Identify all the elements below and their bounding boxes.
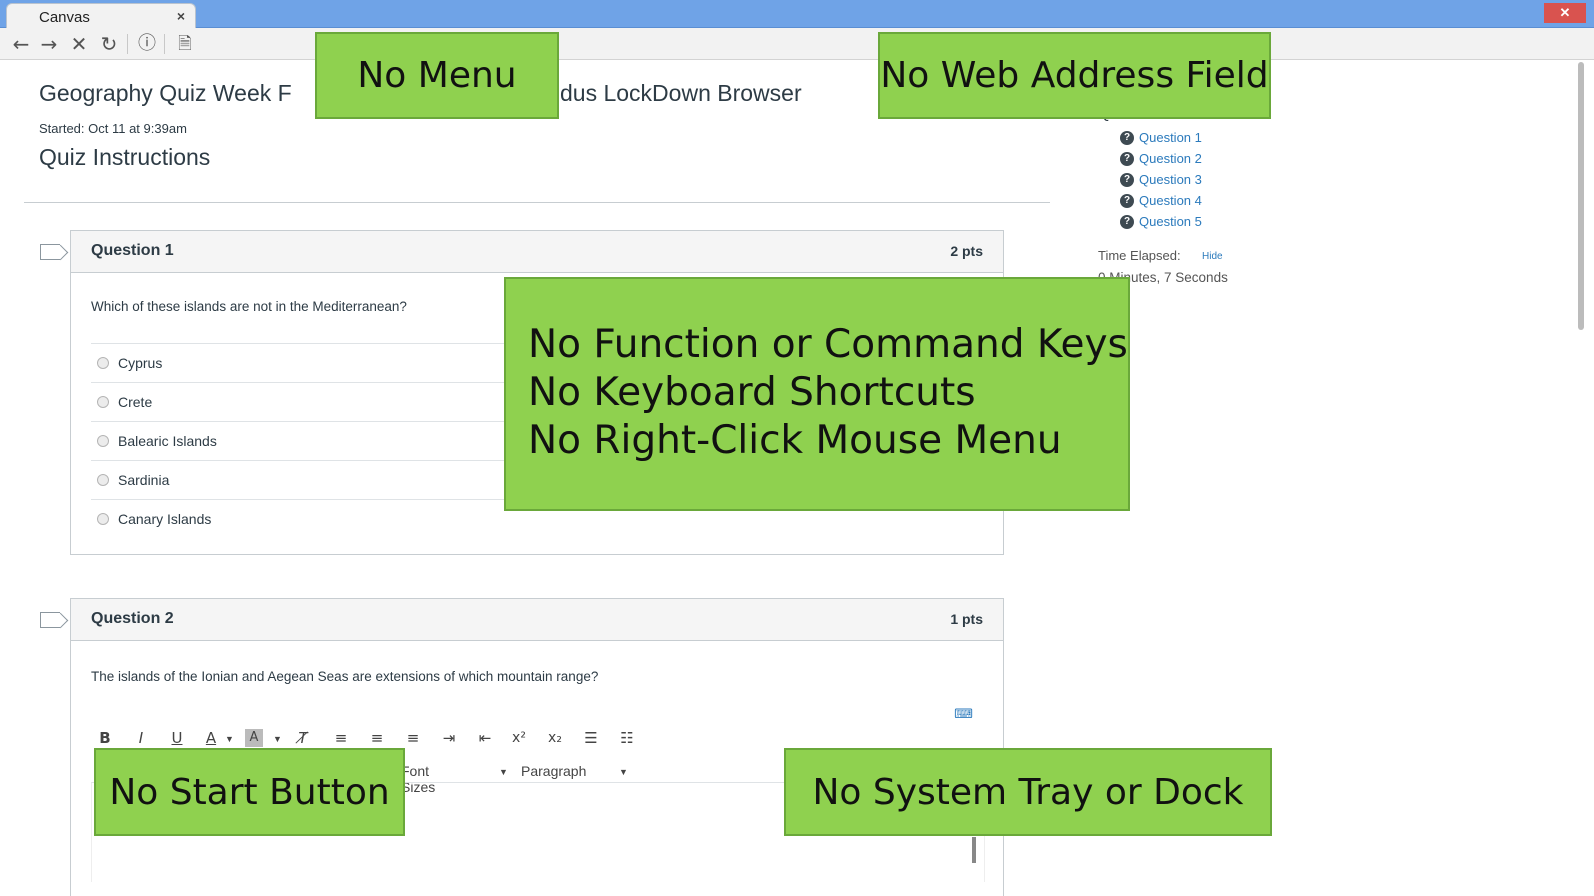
callout-text: No Start Button: [109, 771, 390, 813]
forward-icon[interactable]: →: [40, 32, 58, 56]
background-color-icon[interactable]: A: [245, 729, 263, 747]
align-center-icon[interactable]: ≡: [370, 729, 384, 747]
callout-no-menu: No Menu: [315, 32, 559, 119]
numbered-list-icon[interactable]: ☷: [620, 729, 634, 747]
question-points: 2 pts: [950, 243, 983, 259]
align-right-icon[interactable]: ≡: [406, 729, 420, 747]
chevron-down-icon[interactable]: ▼: [225, 734, 234, 744]
callout-text: No Function or Command Keys: [528, 322, 1128, 367]
radio-button[interactable]: [97, 396, 109, 408]
quiz-instructions-heading: Quiz Instructions: [39, 144, 211, 170]
editor-scrollbar[interactable]: [972, 837, 976, 863]
indent-icon[interactable]: ⇥: [442, 729, 456, 747]
callout-no-system-tray: No System Tray or Dock: [784, 748, 1272, 836]
callout-text: No Keyboard Shortcuts: [528, 370, 976, 415]
question-mark-icon: ?: [1120, 194, 1134, 208]
radio-button[interactable]: [97, 357, 109, 369]
sidebar-question-link[interactable]: ?Question 4: [1120, 193, 1202, 208]
answer-label: Sardinia: [118, 472, 170, 488]
paragraph-dropdown[interactable]: Paragraph: [521, 763, 587, 779]
question-text: The islands of the Ionian and Aegean Sea…: [91, 669, 599, 684]
flag-question-1-icon[interactable]: [40, 244, 60, 260]
callout-text: No Web Address Field: [880, 55, 1269, 96]
flag-question-2-icon[interactable]: [40, 612, 60, 628]
browser-titlebar: Canvas × ✕: [0, 0, 1594, 29]
sidebar-question-link[interactable]: ?Question 2: [1120, 151, 1202, 166]
browser-toolbar: ← → ✕ ↻ ⓘ 🗎: [0, 28, 1594, 60]
window-close-button[interactable]: ✕: [1544, 3, 1586, 23]
superscript-icon[interactable]: x²: [512, 730, 526, 746]
hide-timer-link[interactable]: Hide: [1202, 251, 1223, 262]
chevron-down-icon[interactable]: ▼: [273, 734, 282, 744]
font-sizes-dropdown[interactable]: Font Sizes: [401, 763, 436, 795]
chevron-down-icon[interactable]: ▼: [619, 767, 628, 777]
stop-icon[interactable]: ✕: [70, 32, 88, 56]
align-left-icon[interactable]: ≡: [334, 729, 348, 747]
time-elapsed-label: Time Elapsed:: [1098, 248, 1181, 263]
question-text: Which of these islands are not in the Me…: [91, 299, 407, 314]
tab-title: Canvas: [39, 9, 90, 26]
info-icon[interactable]: ⓘ: [138, 33, 156, 54]
radio-button[interactable]: [97, 435, 109, 447]
quiz-title: Geography Quiz Week F: [39, 80, 292, 106]
time-elapsed-value: 0 Minutes, 7 Seconds: [1098, 270, 1228, 285]
reload-icon[interactable]: ↻: [100, 32, 118, 56]
underline-icon[interactable]: U: [171, 729, 183, 747]
sidebar-question-link[interactable]: ?Question 3: [1120, 172, 1202, 187]
back-icon[interactable]: ←: [12, 32, 30, 56]
answer-label: Balearic Islands: [118, 433, 217, 449]
callout-no-start-button: No Start Button: [94, 748, 405, 836]
question-name: Question 2: [91, 610, 174, 627]
radio-button[interactable]: [97, 474, 109, 486]
answer-label: Cyprus: [118, 355, 163, 371]
bullet-list-icon[interactable]: ☰: [584, 729, 598, 747]
browser-tab[interactable]: Canvas ×: [6, 3, 196, 29]
question-mark-icon: ?: [1120, 215, 1134, 229]
divider: [24, 202, 1050, 203]
sidebar-question-link[interactable]: ?Question 1: [1120, 130, 1202, 145]
subscript-icon[interactable]: x₂: [548, 730, 562, 746]
quiz-title-tail: dus LockDown Browser: [560, 80, 802, 106]
answer-label: Crete: [118, 394, 153, 410]
sidebar-question-link[interactable]: ?Question 5: [1120, 214, 1202, 229]
callout-no-address-field: No Web Address Field: [878, 32, 1271, 119]
started-timestamp: Started: Oct 11 at 9:39am: [39, 121, 187, 136]
tab-close-icon[interactable]: ×: [176, 8, 185, 24]
toolbar-divider: [164, 34, 165, 54]
outdent-icon[interactable]: ⇤: [478, 729, 492, 747]
question-mark-icon: ?: [1120, 173, 1134, 187]
page-icon[interactable]: 🗎: [178, 34, 192, 54]
question-mark-icon: ?: [1120, 152, 1134, 166]
toolbar-divider: [127, 34, 128, 54]
question-name: Question 1: [91, 242, 174, 259]
callout-text: No Menu: [357, 55, 517, 96]
callout-text: No Right-Click Mouse Menu: [528, 418, 1062, 463]
text-color-icon[interactable]: A: [205, 729, 217, 747]
question-header: Question 1 2 pts: [71, 231, 1003, 273]
clear-formatting-icon[interactable]: T̸: [298, 729, 308, 747]
callout-no-keys: No Function or Command Keys No Keyboard …: [504, 277, 1130, 511]
answer-label: Canary Islands: [118, 511, 212, 527]
question-header: Question 2 1 pts: [71, 599, 1003, 641]
question-points: 1 pts: [950, 611, 983, 627]
chevron-down-icon[interactable]: ▼: [499, 767, 508, 777]
bold-icon[interactable]: B: [99, 729, 111, 747]
italic-icon[interactable]: I: [138, 729, 144, 747]
callout-text: No System Tray or Dock: [812, 771, 1244, 813]
keyboard-icon[interactable]: ⌨: [954, 707, 973, 722]
radio-button[interactable]: [97, 513, 109, 525]
question-2-card: Question 2 1 pts The islands of the Ioni…: [70, 598, 1004, 896]
question-mark-icon: ?: [1120, 131, 1134, 145]
page-scrollbar[interactable]: [1578, 62, 1584, 330]
